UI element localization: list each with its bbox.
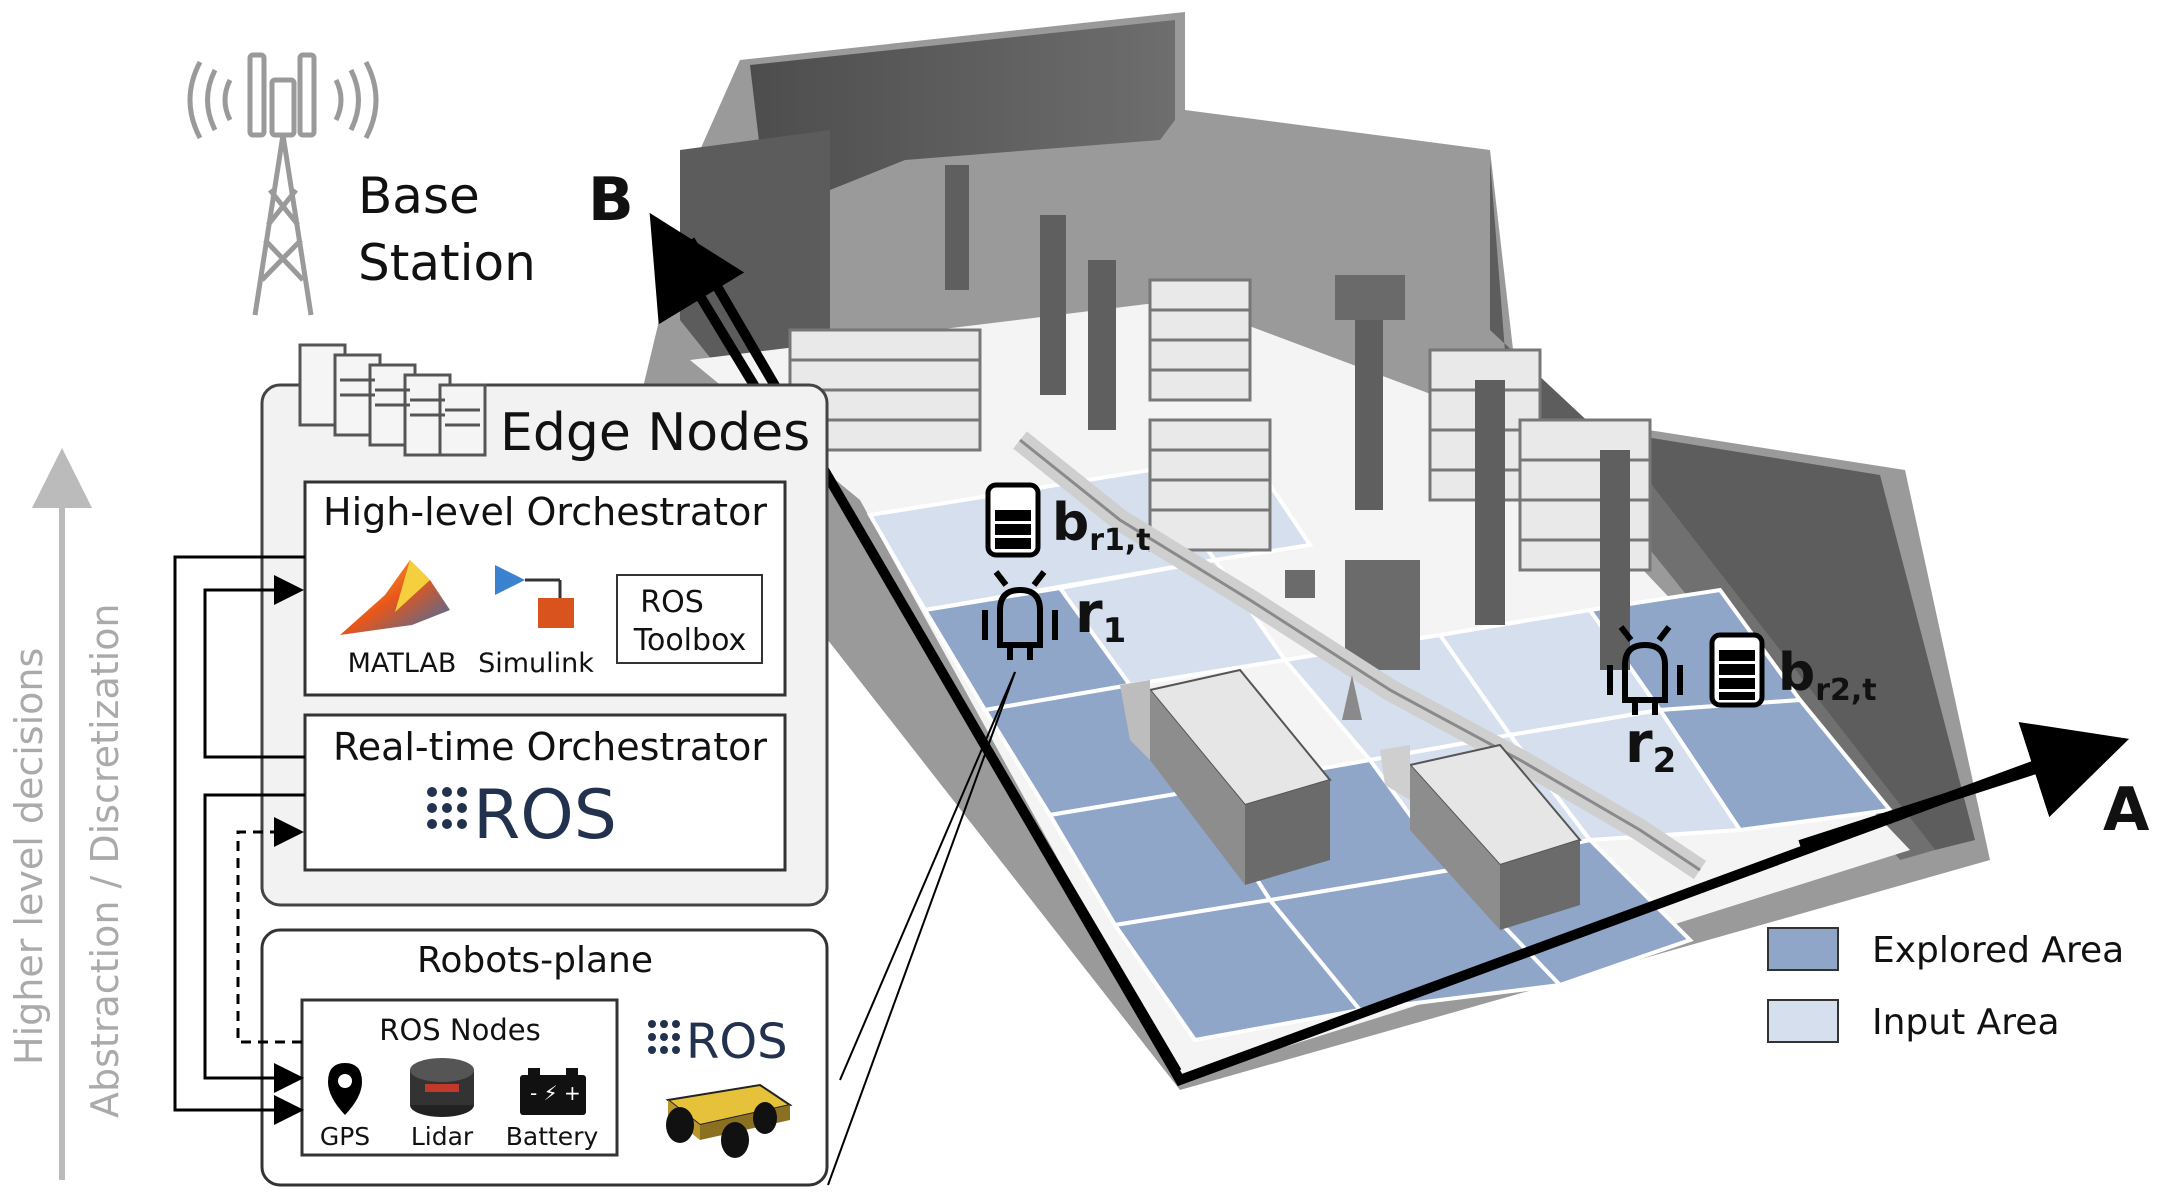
truck-front (1245, 780, 1330, 885)
machine-block (1345, 560, 1420, 670)
traffic-cone (1342, 675, 1362, 720)
pillar (945, 165, 969, 290)
conveyor-edge (1019, 438, 1701, 872)
rack (1518, 418, 1652, 572)
link-realtime-to-nodes (203, 793, 305, 1093)
robot1-battery-icon (985, 482, 1041, 558)
rack (1148, 418, 1272, 552)
ros-logo-robots: ROS (686, 1014, 788, 1070)
truck-2 (1380, 743, 1582, 930)
matlab-label: MATLAB (348, 648, 457, 679)
ros-toolbox-line2: Toolbox (633, 623, 747, 658)
lidar-label: Lidar (411, 1122, 474, 1151)
server-rack-icon (298, 343, 487, 457)
link-realtime-to-high-level (203, 575, 305, 759)
lidar-icon (410, 1058, 474, 1117)
robot2-battery-label: br2,t (1778, 643, 1877, 708)
robot1-icon (982, 570, 1058, 660)
robots-plane-title: Robots-plane (417, 940, 653, 981)
robot2-label: r2 (1625, 711, 1676, 781)
axis-b-arrow (649, 212, 765, 398)
warehouse-map: B A br1,t r1 (588, 12, 2150, 1186)
truck-front (1500, 840, 1580, 930)
legend-explored-swatch (1767, 927, 1839, 971)
pillar (1475, 380, 1505, 625)
truck-side (1410, 765, 1500, 930)
robot2-battery-icon (1709, 632, 1765, 708)
callout-line (827, 671, 1016, 1186)
robot1-label: r1 (1075, 581, 1126, 651)
gps-pin-icon (328, 1063, 362, 1115)
pillars (945, 165, 1630, 670)
floor-base-edge (685, 237, 2092, 1087)
legend-input-swatch (1767, 999, 1839, 1043)
legend: Explored Area Input Area (1767, 927, 2124, 1043)
high-level-orchestrator-title: High-level Orchestrator (323, 490, 767, 534)
robot-rover-icon (665, 1083, 793, 1158)
small-box (1285, 570, 1315, 598)
truck-side (1150, 690, 1245, 885)
base-station-line2: Station (358, 234, 536, 292)
pillar (1088, 260, 1116, 430)
simulink-label: Simulink (478, 648, 594, 679)
battery-label: Battery (506, 1122, 599, 1151)
gps-label: GPS (320, 1122, 370, 1151)
ros-dots-icon (427, 787, 467, 829)
pillar (1040, 215, 1066, 395)
cell-tower-icon (187, 52, 379, 316)
axis-a-label: A (2103, 775, 2150, 845)
link-high-level-to-gps (173, 555, 305, 1125)
tile-input (1506, 707, 1744, 843)
matlab-logo-icon (340, 560, 450, 635)
truck-1 (1120, 668, 1332, 885)
axis-b-label: B (588, 165, 634, 235)
real-time-orchestrator-title: Real-time Orchestrator (333, 725, 767, 769)
edge-nodes-title: Edge Nodes (500, 403, 810, 463)
legend-input-label: Input Area (1872, 1002, 2060, 1043)
base-station-line1: Base (358, 167, 480, 225)
svg-text:- ⚡ +: - ⚡ + (530, 1081, 581, 1105)
ros-toolbox-line1: ROS (640, 585, 704, 620)
connection-lines (173, 555, 305, 1125)
legend-explored-label: Explored Area (1872, 930, 2124, 971)
real-time-orchestrator-box (303, 713, 787, 872)
robot1-battery-label: br1,t (1052, 493, 1151, 558)
truck-trailer (1380, 745, 1410, 800)
back-wall-right (1490, 160, 1975, 850)
side-axis-line2: Abstraction / Discretization (83, 603, 127, 1118)
robot2-icon (1607, 625, 1683, 715)
ros-logo-realtime: ROS (473, 776, 617, 855)
back-wall-left (750, 20, 1175, 190)
battery-icon: - ⚡ + (520, 1068, 586, 1115)
ros-nodes-title: ROS Nodes (379, 1013, 540, 1047)
callout-line (839, 671, 1016, 1081)
axis-a-arrow (1798, 721, 2130, 850)
side-axis-line1: Higher level decisions (7, 648, 51, 1065)
pillar (1355, 300, 1383, 510)
ros-dots-icon (648, 1020, 680, 1054)
truck-cab (1120, 680, 1150, 760)
ros-toolbox-box (616, 574, 763, 664)
simulink-logo-icon (495, 565, 574, 628)
crate-block (1335, 275, 1405, 320)
